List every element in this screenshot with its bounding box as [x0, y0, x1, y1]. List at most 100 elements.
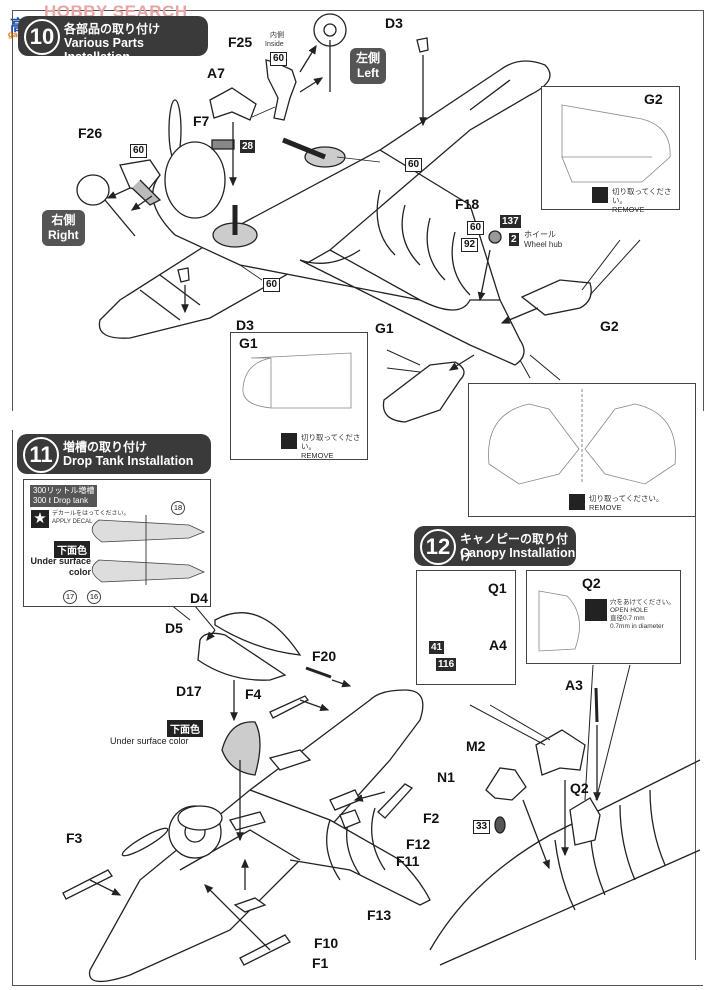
g2-remove-inset: G2 切り取ってください。REMOVE — [541, 86, 680, 214]
g2-remove-text: 切り取ってください。REMOVE — [612, 187, 679, 214]
left-jp: 左側 — [356, 51, 381, 65]
q2-open-hole-inset: Q2 穴をあけてください。 OPEN HOLE 直径0.7 mm 0.7mm i… — [526, 570, 681, 664]
part-f4: F4 — [245, 686, 262, 702]
tank-label-en: 300 ℓ Drop tank — [33, 496, 89, 505]
step11-header: 11 増槽の取り付け Drop Tank Installation — [17, 434, 211, 474]
tail-inset-drawing — [488, 389, 676, 485]
right-edge-line — [695, 400, 696, 960]
part-f18: F18 — [455, 196, 480, 212]
remove-jp: 切り取ってください。 — [589, 494, 664, 503]
remove-icon — [281, 433, 297, 449]
q1-a4-inset — [416, 570, 516, 685]
part-f25: F25 — [228, 34, 253, 50]
q2-inset-drawing — [538, 590, 580, 652]
part-g2: G2 — [600, 318, 619, 334]
step12-title-en: Canopy Installation — [460, 546, 576, 560]
part-f11: F11 — [396, 853, 420, 869]
part-q2-inset: Q2 — [582, 575, 601, 591]
tail-remove-text: 切り取ってください。REMOVE — [589, 494, 663, 512]
diameter-en: 0.7mm in diameter — [610, 623, 664, 630]
step10-number: 10 — [24, 19, 60, 55]
color-code-n1: 33 — [473, 820, 491, 834]
part-d4: D4 — [190, 590, 208, 606]
part-f3: F3 — [66, 830, 83, 846]
part-d17: D17 — [176, 683, 202, 699]
color-code-wing-well-left: 60 — [263, 278, 281, 292]
part-f7: F7 — [193, 113, 210, 129]
color-code-f18-60: 60 — [467, 221, 485, 235]
g2-inset-label: G2 — [644, 91, 663, 107]
color-code-f18-137: 137 — [500, 215, 521, 228]
part-f10: F10 — [314, 935, 339, 951]
g2-inset-drawing — [561, 104, 671, 183]
part-f2: F2 — [423, 810, 440, 826]
part-f26: F26 — [78, 125, 103, 141]
g1-remove-text: 切り取ってください。REMOVE — [301, 433, 367, 460]
color-code-a4-41: 41 — [429, 641, 445, 654]
part-g1: G1 — [375, 320, 394, 336]
g1-remove-inset: G1 切り取ってください。REMOVE — [230, 332, 368, 460]
part-n1: N1 — [437, 769, 455, 785]
color-code-a4-116: 116 — [436, 658, 457, 671]
inside-jp: 内側 — [270, 32, 284, 39]
color-code-f18-2: 2 — [509, 233, 519, 246]
g1-inset-label: G1 — [239, 335, 258, 351]
g1-inset-drawing — [242, 352, 352, 409]
part-a7: A7 — [207, 65, 225, 81]
remove-en: REMOVE — [612, 205, 645, 214]
decal-16: 16 — [87, 590, 101, 604]
step11-number: 11 — [23, 437, 59, 473]
decal-en: APPLY DECAL — [52, 519, 93, 525]
part-d5: D5 — [165, 620, 183, 636]
part-f20: F20 — [312, 648, 337, 664]
step10-frame — [12, 10, 704, 411]
wheel-hub-en: Wheel hub — [524, 240, 563, 249]
open-hole-jp: 穴をあけてください。 — [610, 599, 675, 606]
d17-under-surface-tag: 下面色 — [167, 720, 203, 737]
right-jp: 右側 — [51, 213, 76, 227]
remove-icon — [569, 494, 585, 510]
aircraft-step10 — [98, 60, 551, 366]
diameter-jp: 直径0.7 mm — [610, 615, 645, 622]
step12-title-jp: キャノピーの取り付け — [460, 532, 569, 563]
part-m2: M2 — [466, 738, 486, 754]
aircraft-step11 — [88, 689, 431, 982]
remove-jp: 切り取ってください。 — [612, 187, 672, 205]
color-code-f18-92: 92 — [461, 238, 479, 252]
step12-header: 12 キャノピーの取り付け Canopy Installation — [414, 526, 576, 566]
step11-title-en: Drop Tank Installation — [63, 454, 194, 468]
tail-remove-inset: 切り取ってください。REMOVE — [468, 383, 696, 517]
step11-title-jp: 増槽の取り付け — [63, 440, 148, 454]
part-f12: F12 — [406, 836, 431, 852]
step10-title-jp: 各部品の取り付け — [64, 22, 161, 36]
left-en: Left — [357, 66, 379, 80]
part-q1: Q1 — [488, 580, 507, 596]
decal-star-icon: ★ — [31, 510, 49, 528]
color-code-f25: 60 — [270, 52, 288, 66]
step10-header: 10 各部品の取り付け Various Parts Installation — [18, 16, 208, 64]
part-a4: A4 — [489, 637, 507, 653]
tank-label-jp: 300リットル増槽 — [33, 486, 95, 495]
decal-17: 17 — [63, 590, 77, 604]
inside-en: Inside — [265, 41, 284, 48]
step10-title-en: Various Parts Installation — [64, 36, 144, 64]
under-surface-text: Under surface color — [30, 556, 91, 577]
d17-under-surface-text: Under surface color — [110, 736, 189, 746]
open-hole-en: OPEN HOLE — [610, 607, 648, 614]
color-code-f7: 28 — [240, 140, 256, 153]
remove-jp: 切り取ってください。 — [301, 433, 361, 451]
part-d3-top: D3 — [385, 15, 403, 31]
decal-18: 18 — [171, 501, 185, 515]
part-f13: F13 — [367, 907, 392, 923]
remove-en: REMOVE — [589, 503, 622, 512]
drop-tank-drawing — [91, 515, 206, 585]
part-f1: F1 — [312, 955, 329, 971]
color-code-wing-well: 60 — [405, 158, 423, 172]
part-a3: A3 — [565, 677, 583, 693]
step11-frame — [12, 430, 703, 986]
wheel-hub-jp: ホイール — [524, 230, 556, 239]
